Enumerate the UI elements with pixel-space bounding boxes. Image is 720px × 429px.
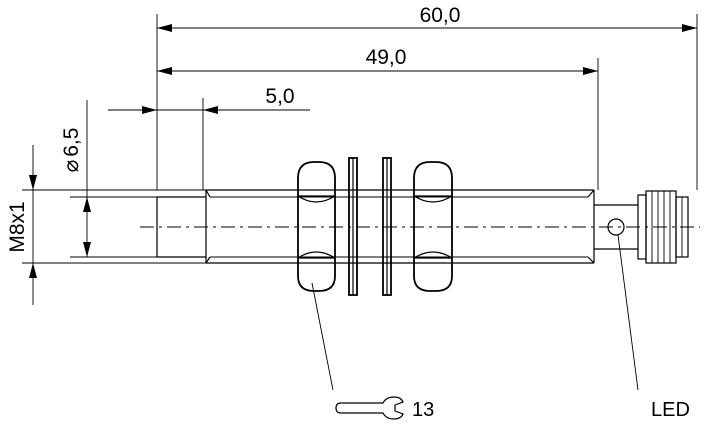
- left-washer: [348, 157, 358, 296]
- wrench-icon: [335, 396, 404, 420]
- housing-length-label: 49,0: [366, 46, 407, 69]
- connector-end: [594, 190, 689, 264]
- left-hex-nut: [297, 161, 336, 292]
- tip-diameter-label: ⌀6,5: [60, 128, 83, 173]
- led-callout-leader: [617, 234, 639, 391]
- housing-length-dimension: [157, 58, 599, 190]
- wrench-callout-leader: [311, 282, 334, 391]
- led-indicator: [607, 218, 625, 236]
- sensor-tip: [156, 196, 206, 258]
- wrench-size-label: 13: [412, 399, 434, 421]
- led-label: LED: [651, 399, 690, 421]
- tip-length-dimension: [108, 98, 310, 190]
- tip-diameter-dimension: [70, 100, 157, 258]
- thread-label: M8x1: [6, 201, 29, 252]
- right-hex-nut: [413, 161, 453, 292]
- overall-length-label: 60,0: [420, 4, 461, 27]
- tip-length-label: 5,0: [265, 85, 294, 108]
- overall-length-dimension: [156, 14, 698, 190]
- right-washer: [382, 157, 392, 296]
- threaded-housing: [205, 189, 595, 264]
- thread-dimension: [22, 145, 206, 305]
